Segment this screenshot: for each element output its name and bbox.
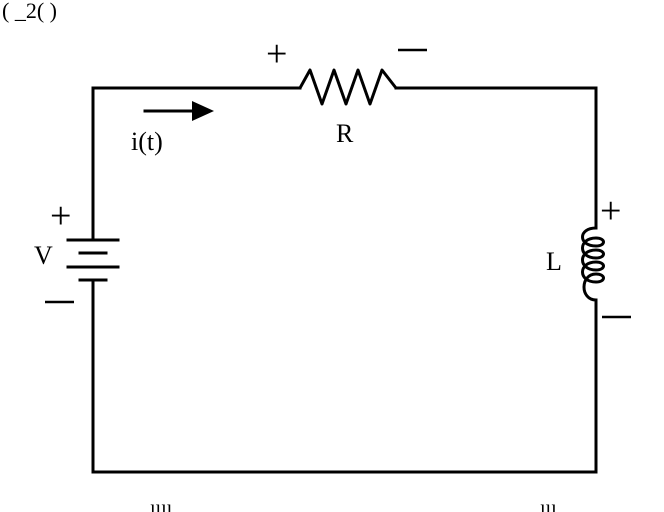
cropped-bottom-left-text: ıııı — [150, 497, 173, 512]
cropped-bottom-right-text: ııı — [540, 497, 557, 512]
inductor-label: L — [546, 247, 562, 276]
voltage-label: V — [34, 241, 53, 270]
resistor-plus-sign: + — [266, 33, 287, 75]
battery-symbol — [66, 238, 120, 282]
current-arrow — [143, 101, 214, 121]
wire-top-right — [394, 86, 598, 230]
cropped-top-text: ( _2( ) — [2, 0, 57, 23]
inductor-symbol — [581, 226, 605, 302]
battery-plus-sign: + — [50, 195, 71, 237]
inductor-plus-sign: + — [600, 190, 621, 232]
current-label: i(t) — [131, 127, 163, 156]
resistor-symbol — [298, 68, 398, 106]
wire-bottom — [91, 280, 598, 474]
resistor-label: R — [336, 119, 354, 148]
